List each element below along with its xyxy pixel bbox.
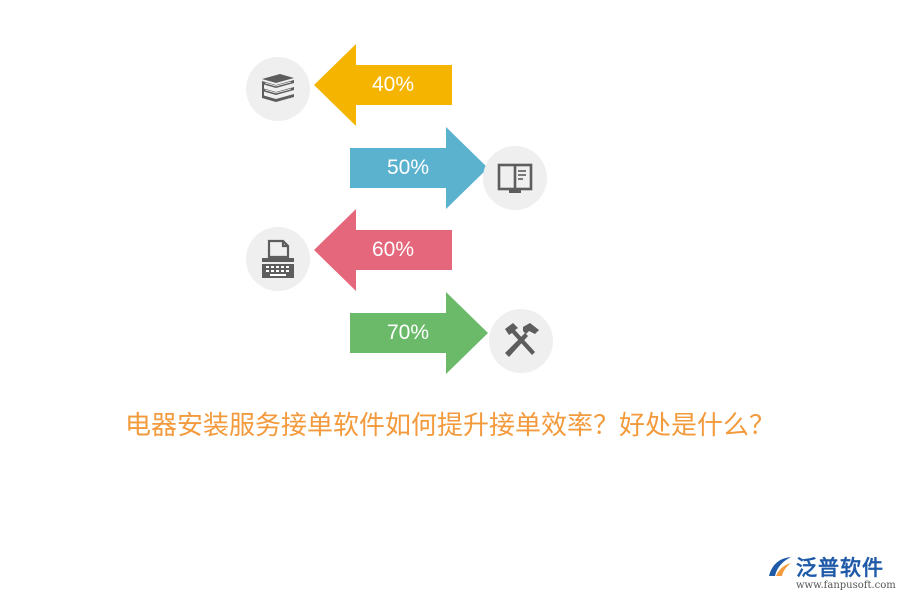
arrow-3 bbox=[314, 209, 452, 291]
typewriter-icon bbox=[246, 227, 310, 291]
page-title: 电器安装服务接单软件如何提升接单效率？好处是什么？ bbox=[124, 411, 775, 441]
hammers-icon bbox=[489, 309, 553, 373]
arrow-4 bbox=[350, 292, 488, 374]
arrow-3-label: 60% bbox=[371, 238, 415, 261]
arrow-1-label: 40% bbox=[371, 73, 415, 96]
logo-url: www.fanpusoft.com bbox=[796, 580, 896, 591]
brand-logo: 泛普软件 www.fanpusoft.com bbox=[766, 552, 896, 592]
arrow-2-label: 50% bbox=[386, 156, 430, 179]
arrow-1 bbox=[314, 44, 452, 126]
arrow-2 bbox=[350, 127, 488, 209]
arrow-4-label: 70% bbox=[386, 321, 430, 344]
books-icon bbox=[246, 57, 310, 121]
fanpu-logo-icon bbox=[769, 557, 791, 576]
logo-name: 泛普软件 bbox=[796, 556, 884, 580]
open-book-icon bbox=[483, 146, 547, 210]
